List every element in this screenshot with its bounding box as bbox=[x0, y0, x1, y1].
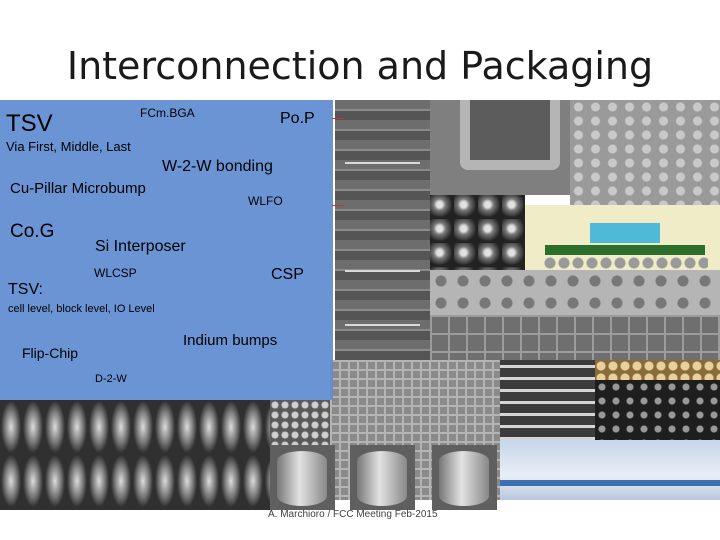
label-wlfo: WLFO bbox=[248, 194, 283, 208]
slide-title: Interconnection and Packaging bbox=[66, 44, 654, 88]
pointer-arrow bbox=[332, 205, 344, 206]
microbump-detail-image bbox=[270, 400, 330, 445]
label-d2w: D-2-W bbox=[95, 373, 127, 385]
label-cu-pillar: Cu-Pillar Microbump bbox=[10, 180, 146, 197]
label-w2w: W-2-W bonding bbox=[162, 158, 273, 175]
sem-cross-section-image bbox=[335, 100, 430, 400]
label-cog: Co.G bbox=[10, 221, 55, 242]
label-fcmbga: FCm.BGA bbox=[140, 106, 195, 120]
label-pop: Po.P bbox=[280, 110, 315, 127]
via-cross-section-image bbox=[430, 100, 570, 195]
label-levels: cell level, block level, IO Level bbox=[8, 303, 155, 315]
label-wlcsp: WLCSP bbox=[94, 266, 137, 280]
label-tsv: TSV bbox=[6, 110, 53, 137]
dark-bga-image bbox=[595, 380, 720, 440]
cu-pillars-image bbox=[0, 400, 270, 510]
package-diagram-image bbox=[525, 205, 720, 275]
pillar-closeup-image bbox=[270, 445, 335, 510]
pillar-closeup-image bbox=[432, 445, 497, 510]
bump-array-image bbox=[570, 100, 720, 205]
label-indium-bumps: Indium bumps bbox=[183, 332, 278, 349]
label-via-first: Via First, Middle, Last bbox=[6, 139, 131, 154]
bump-grid-image bbox=[430, 270, 720, 315]
slide-footer: A. Marchioro / FCC Meeting Feb-2015 bbox=[268, 509, 438, 520]
micro-grid-image bbox=[430, 315, 720, 360]
label-csp: CSP bbox=[271, 266, 304, 283]
label-si-interposer: Si Interposer bbox=[95, 238, 186, 255]
label-panel: TSV FCm.BGA Po.P Via First, Middle, Last… bbox=[0, 100, 333, 400]
label-flip-chip: Flip-Chip bbox=[22, 345, 79, 361]
solder-balls-image bbox=[430, 195, 525, 270]
label-tsv-colon: TSV: bbox=[8, 281, 43, 298]
pillar-closeup-image bbox=[350, 445, 415, 510]
pointer-arrow bbox=[332, 118, 344, 119]
bonded-stack-image bbox=[500, 440, 720, 500]
